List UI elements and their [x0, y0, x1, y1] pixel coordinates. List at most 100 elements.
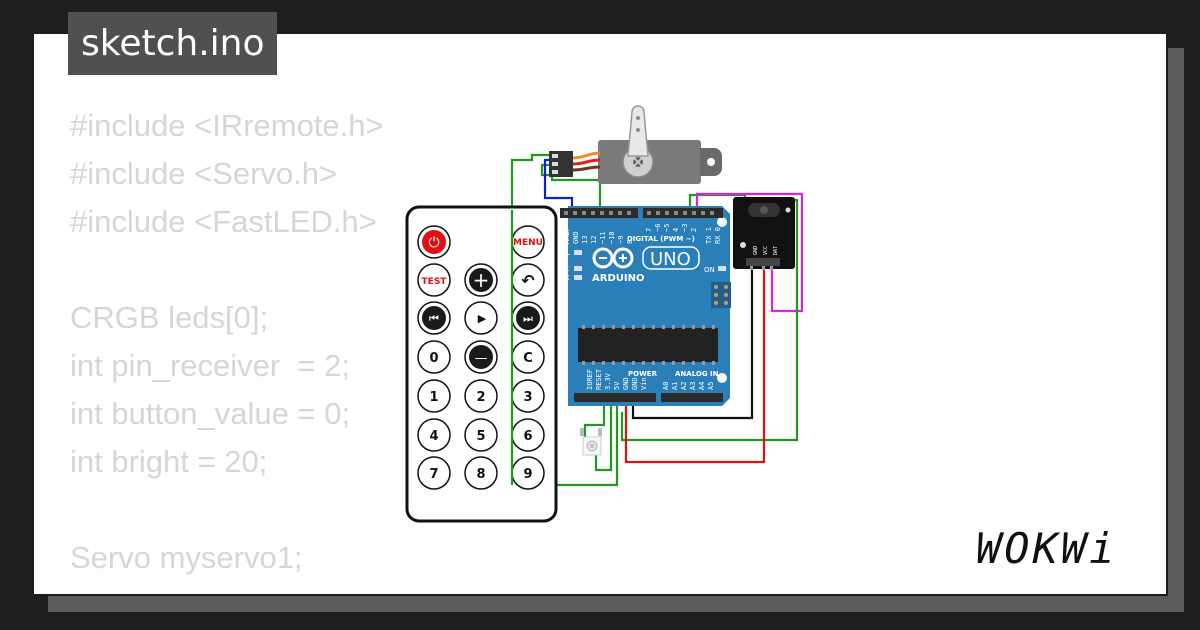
pin-label: A2 — [680, 382, 688, 390]
pin-label: A3 — [689, 382, 697, 390]
rx-led — [574, 275, 582, 280]
power-button[interactable]: ⏻ — [417, 225, 451, 259]
pin-label: ~6 — [654, 224, 662, 232]
back-icon: ↶ — [521, 271, 535, 290]
menu-label: MENU — [513, 238, 543, 248]
pin-label: GND — [572, 231, 580, 244]
digit-label: 5 — [476, 429, 485, 444]
digit-label: 6 — [523, 429, 532, 444]
minus-icon: — — [475, 351, 488, 366]
pin-label: 8 — [626, 240, 634, 244]
file-tab[interactable]: sketch.ino — [68, 12, 278, 75]
top-header-pins — [564, 211, 714, 215]
digit-0-button[interactable]: 0 — [417, 340, 451, 374]
pin-label: 7 — [645, 228, 653, 232]
pin-label: ~10 — [608, 231, 616, 244]
arduino-model: UNO — [650, 249, 691, 270]
digit-7-button[interactable]: 7 — [417, 456, 451, 490]
power-icon: ⏻ — [428, 235, 439, 251]
code-line: #include <Servo.h> — [70, 156, 338, 191]
pin-label: 13 — [581, 236, 589, 244]
code-line: #include <FastLED.h> — [70, 204, 377, 239]
on-label: ON — [704, 266, 715, 274]
pin-label: A5 — [707, 382, 715, 390]
code-line: Servo myservo1; — [70, 540, 303, 575]
test-label: TEST — [422, 277, 448, 287]
atmega-chip — [578, 325, 718, 365]
rx-led-label: RX — [560, 274, 570, 282]
menu-button[interactable]: MENU — [511, 225, 545, 259]
pin-label: GND — [622, 377, 630, 390]
pin-label: ~11 — [599, 231, 607, 244]
digit-3-button[interactable]: 3 — [511, 379, 545, 413]
code-line: CRGB leds[0]; — [70, 300, 269, 335]
next-button[interactable]: ⏭ — [511, 301, 545, 335]
pin-label: ~3 — [681, 224, 689, 232]
digital-label: DIGITAL (PWM ~) — [627, 235, 695, 243]
wire-magenta — [695, 192, 804, 313]
pin-label: 3.3V — [604, 372, 612, 390]
digit-4-button[interactable]: 4 — [417, 418, 451, 452]
play-button[interactable]: ▶ — [464, 301, 498, 335]
bottom-pin-labels: IOREF RESET 3.3V 5V GND GND Vin A0 A1 A2… — [586, 368, 715, 390]
back-button[interactable]: ↶ — [511, 263, 545, 297]
pin-label: TX 1 — [705, 227, 713, 244]
uno-badge — [642, 246, 700, 270]
code-line: IRrecv receiver(pin_receiver); — [70, 582, 477, 594]
digit-5-button[interactable]: 5 — [464, 418, 498, 452]
digit-6-button[interactable]: 6 — [511, 418, 545, 452]
pin-label: 12 — [590, 236, 598, 244]
pin-label: A0 — [662, 382, 670, 390]
pin-label: Vin — [640, 377, 648, 390]
prev-icon: ⏮ — [429, 312, 439, 325]
tx-led-label: TX — [559, 265, 569, 273]
pin-label: RESET — [595, 368, 603, 390]
l-led-label: L — [566, 249, 570, 257]
wire-green-led — [583, 400, 606, 440]
digit-8-button[interactable]: 8 — [464, 456, 498, 490]
arduino-uno-board[interactable]: AREF GND 13 12 ~11 ~10 ~9 8 7 ~6 ~5 4 ~3… — [559, 206, 731, 406]
ir-remote[interactable]: ⏻ MENU TEST + ↶ ⏮ ▶ — [405, 205, 558, 523]
pin-label: AREF — [563, 227, 571, 244]
wire-blue — [543, 158, 574, 212]
pin-label: GND — [631, 377, 639, 390]
next-icon: ⏭ — [523, 312, 533, 325]
pin-label: 2 — [690, 228, 698, 232]
test-button[interactable]: TEST — [417, 263, 451, 297]
l-led — [574, 250, 582, 255]
servo-motor[interactable] — [549, 105, 722, 184]
neopixel-led[interactable] — [580, 428, 602, 456]
ir-pin-label: GND — [753, 246, 759, 255]
code-line: int pin_receiver = 2; — [70, 348, 351, 383]
c-label: C — [523, 351, 533, 366]
arduino-brand: ARDUINO — [592, 273, 644, 284]
digit-label: 7 — [429, 467, 438, 482]
prev-button[interactable]: ⏮ — [417, 301, 451, 335]
digit-1-button[interactable]: 1 — [417, 379, 451, 413]
wire-green-servo — [510, 153, 619, 487]
digit-9-button[interactable]: 9 — [511, 456, 545, 490]
on-led — [718, 266, 726, 271]
minus-button[interactable]: — — [464, 340, 498, 374]
ir-pin-label: VCC — [763, 246, 769, 255]
wire-red — [624, 268, 766, 464]
pin-label: A1 — [671, 382, 679, 390]
digit-2-button[interactable]: 2 — [464, 379, 498, 413]
pin-label: RX 0 — [714, 227, 722, 244]
digit-label: 0 — [429, 351, 438, 366]
top-pin-labels: AREF GND 13 12 ~11 ~10 ~9 8 7 ~6 ~5 4 ~3… — [563, 224, 722, 244]
tx-led — [574, 266, 582, 271]
arduino-infinity-logo — [592, 247, 634, 269]
digit-label: 2 — [476, 390, 485, 405]
plus-button[interactable]: + — [464, 263, 498, 297]
analog-label: ANALOG IN — [675, 370, 719, 378]
code-line: int bright = 20; — [70, 444, 268, 479]
digit-label: 9 — [523, 467, 532, 482]
wokwi-logo[interactable]: WOKWi — [976, 524, 1118, 573]
digit-label: 3 — [523, 390, 532, 405]
pin-label: A4 — [698, 382, 706, 390]
wire-black — [631, 268, 754, 420]
ir-receiver-module[interactable]: GND VCC DAT — [733, 197, 795, 270]
c-button[interactable]: C — [511, 340, 545, 374]
